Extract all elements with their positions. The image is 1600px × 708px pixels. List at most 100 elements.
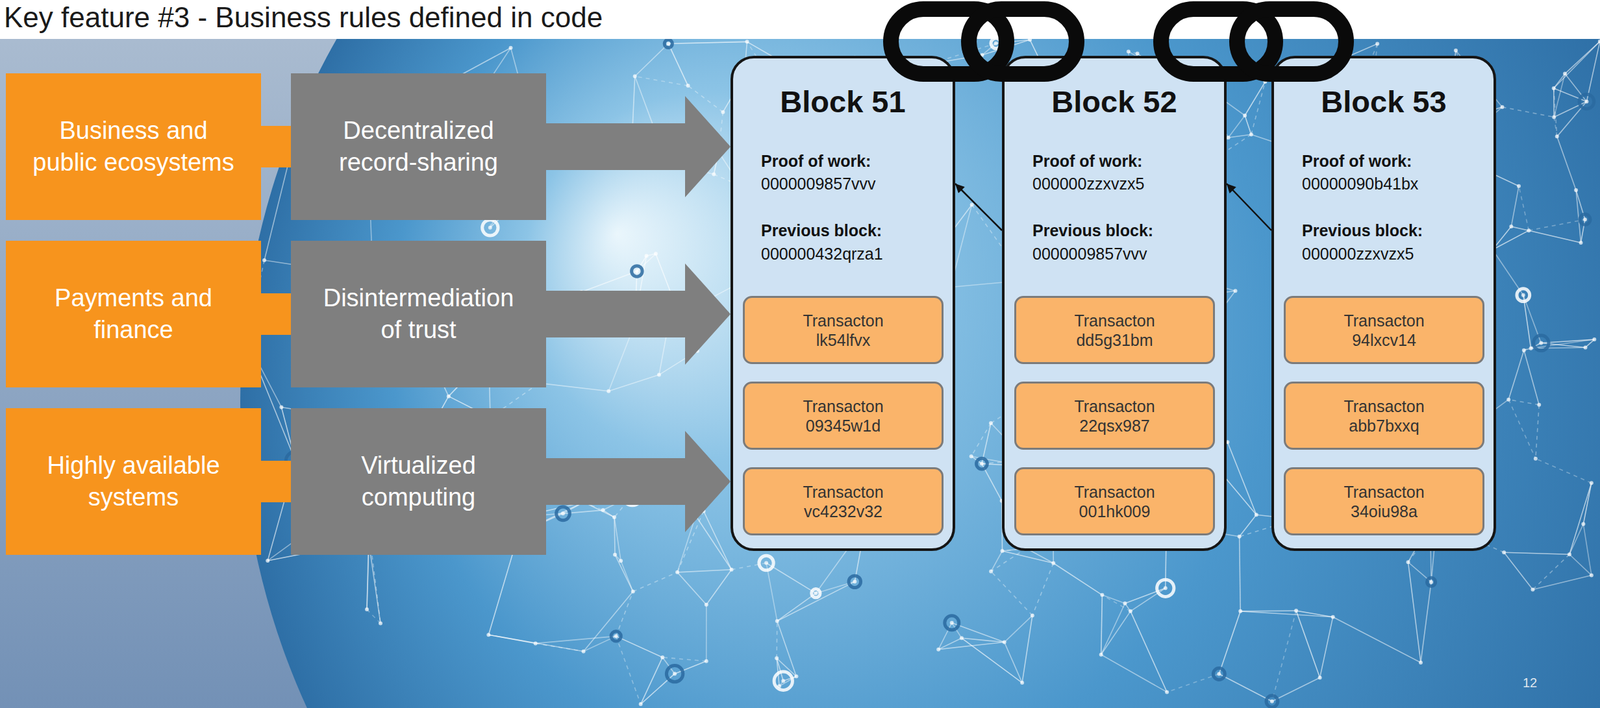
network-dot bbox=[1538, 341, 1543, 346]
network-line bbox=[614, 555, 634, 593]
globe bbox=[240, 38, 1600, 708]
hash-link-arrow bbox=[955, 183, 1002, 231]
connector-strip bbox=[261, 461, 291, 503]
box-label: Virtualized computing bbox=[314, 450, 523, 515]
network-line bbox=[1557, 136, 1576, 191]
network-ring bbox=[556, 507, 571, 521]
transaction-id: dd5g31bm bbox=[1075, 330, 1153, 350]
transaction-box: Transactondd5g31bm bbox=[1014, 296, 1215, 365]
field-label: Proof of work: bbox=[1032, 150, 1218, 172]
field-label: Previous block: bbox=[1032, 220, 1218, 241]
network-line bbox=[990, 548, 1026, 572]
network-ring bbox=[1426, 577, 1436, 587]
network-dot bbox=[1238, 609, 1243, 614]
transaction-label: Transacton bbox=[1343, 311, 1425, 331]
network-line bbox=[1320, 617, 1334, 679]
network-dot bbox=[1020, 681, 1025, 686]
network-dot bbox=[1500, 105, 1504, 110]
network-dot bbox=[794, 674, 799, 679]
network-mesh bbox=[244, 38, 1600, 708]
technology-box: Virtualized computing bbox=[290, 408, 547, 556]
technology-box: Disintermediation of trust bbox=[290, 240, 547, 388]
network-line bbox=[1528, 219, 1586, 231]
network-dot bbox=[1529, 346, 1534, 351]
network-line bbox=[1501, 107, 1554, 117]
network-dot bbox=[486, 633, 491, 638]
network-dot bbox=[279, 405, 284, 410]
hash-value: 000000432qrza1 bbox=[761, 243, 947, 265]
network-dot bbox=[1501, 550, 1506, 555]
network-dot bbox=[852, 579, 857, 584]
transaction-box: Transacton34oiu98a bbox=[1283, 467, 1485, 536]
network-dot bbox=[1122, 601, 1127, 606]
network-line bbox=[662, 657, 707, 662]
transaction-label: Transacton bbox=[802, 482, 884, 502]
hash-value: 000000zzxvzx5 bbox=[1301, 243, 1488, 265]
network-line bbox=[1239, 537, 1241, 612]
network-dot bbox=[488, 225, 493, 230]
network-line bbox=[1333, 617, 1421, 663]
transaction-id: 34oiu98a bbox=[1350, 501, 1418, 522]
network-line bbox=[695, 516, 732, 571]
network-dot bbox=[1237, 535, 1242, 539]
network-line bbox=[1408, 562, 1421, 663]
network-line bbox=[1101, 603, 1126, 656]
network-dot bbox=[1551, 86, 1556, 91]
network-dot bbox=[660, 655, 665, 660]
network-dot bbox=[614, 634, 619, 639]
network-line bbox=[1535, 405, 1539, 460]
box-label: Disintermediation of trust bbox=[314, 282, 523, 347]
flow-arrow bbox=[546, 431, 731, 533]
network-dot bbox=[781, 679, 786, 684]
network-dot bbox=[988, 421, 993, 426]
network-dot bbox=[1126, 49, 1131, 54]
network-dot bbox=[1526, 228, 1531, 233]
network-line bbox=[1101, 595, 1103, 656]
network-dot bbox=[1030, 613, 1035, 618]
network-line bbox=[1532, 575, 1591, 590]
network-dot bbox=[653, 251, 658, 256]
field-label: Previous block: bbox=[761, 220, 947, 241]
network-dot bbox=[1027, 38, 1032, 42]
network-line bbox=[614, 517, 615, 556]
network-line bbox=[703, 511, 732, 570]
network-ring bbox=[990, 38, 1002, 49]
flow-arrow bbox=[546, 96, 731, 198]
network-dot bbox=[635, 269, 639, 274]
transaction-id: abb7bxxq bbox=[1348, 416, 1419, 436]
network-line bbox=[616, 636, 641, 705]
network-ring bbox=[1516, 288, 1530, 302]
network-ring bbox=[611, 631, 621, 642]
network-dot bbox=[1254, 512, 1259, 517]
network-line bbox=[1002, 551, 1054, 564]
network-dot bbox=[657, 373, 662, 378]
network-line bbox=[1503, 552, 1533, 590]
network-ring bbox=[759, 555, 774, 571]
network-line bbox=[1532, 554, 1569, 590]
network-dot bbox=[675, 570, 680, 575]
transaction-box: Transacton94lxcv14 bbox=[1283, 296, 1485, 365]
network-dot bbox=[1583, 217, 1588, 222]
connector-strip bbox=[261, 125, 291, 168]
network-dot bbox=[711, 172, 716, 177]
chain-link-icon bbox=[1161, 9, 1347, 75]
network-line bbox=[640, 657, 663, 705]
network-dot bbox=[936, 648, 941, 652]
network-line bbox=[635, 76, 689, 87]
network-dot bbox=[364, 607, 369, 612]
field-label: Proof of work: bbox=[1301, 150, 1488, 172]
field-label: Previous block: bbox=[1301, 220, 1488, 241]
network-line bbox=[1101, 611, 1131, 656]
network-ring bbox=[774, 672, 793, 691]
network-dot bbox=[1249, 132, 1254, 137]
network-line bbox=[1564, 74, 1587, 102]
network-dot bbox=[666, 41, 671, 46]
network-ring bbox=[1579, 94, 1595, 110]
network-line bbox=[1244, 115, 1252, 135]
network-line bbox=[1004, 615, 1033, 643]
network-line bbox=[1101, 595, 1125, 604]
slide-title: Key feature #3 - Business rules defined … bbox=[3, 1, 603, 35]
block-heading: Block 52 bbox=[1011, 84, 1218, 120]
network-dot bbox=[1375, 42, 1380, 47]
network-dot bbox=[1318, 675, 1323, 680]
